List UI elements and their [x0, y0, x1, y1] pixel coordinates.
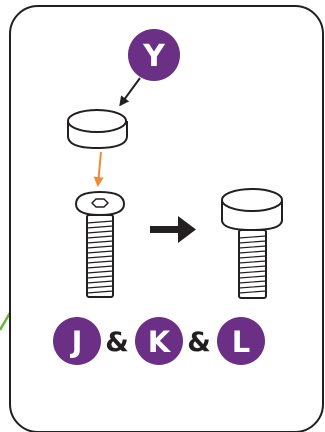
badge-j-letter: J	[70, 325, 83, 359]
hex-socket-screw-icon	[75, 191, 125, 298]
badge-k-letter: K	[148, 325, 172, 359]
badge-y: Y	[128, 29, 180, 81]
badge-y-letter: Y	[142, 39, 166, 74]
badge-k: K	[135, 317, 183, 365]
separator-1: &	[105, 327, 129, 358]
badge-l: L	[217, 317, 265, 365]
right-arrow-icon	[150, 216, 196, 243]
capped-screw-icon	[221, 188, 283, 299]
insert-arrow	[93, 151, 104, 187]
separator-2: &	[187, 327, 211, 358]
cap-icon	[67, 109, 128, 149]
badge-l-letter: L	[232, 325, 250, 359]
badge-j: J	[53, 317, 101, 365]
pointer-arrow	[119, 77, 141, 107]
